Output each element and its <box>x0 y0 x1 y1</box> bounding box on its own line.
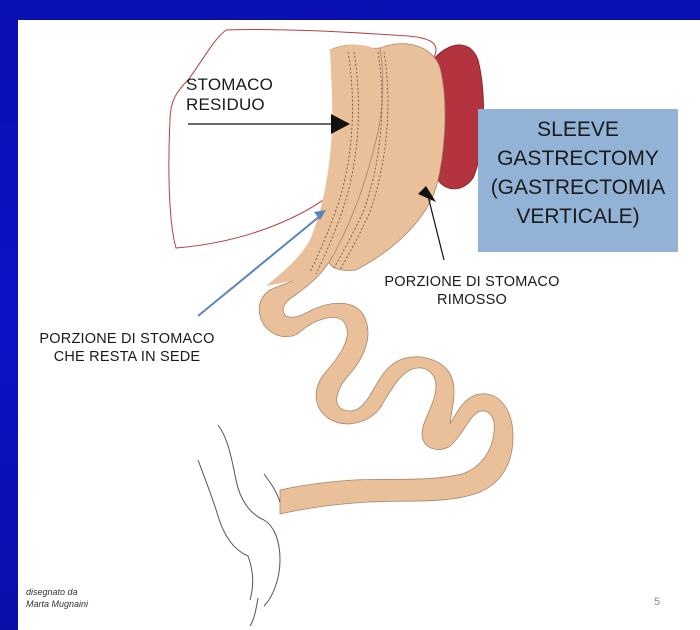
label-resta-line1: PORZIONE DI STOMACO <box>39 331 214 347</box>
colon-outline <box>198 425 280 606</box>
label-stomaco-residuo: STOMACO RESIDUO <box>186 75 306 115</box>
sleeve-line1: SLEEVE <box>478 115 678 144</box>
appendix <box>250 598 258 626</box>
label-rimosso-line1: PORZIONE DI STOMACO <box>384 274 559 290</box>
arrow-rimosso-line <box>428 196 444 260</box>
page-number: 5 <box>654 596 660 608</box>
sleeve-gastrectomy-box: SLEEVE GASTRECTOMY (GASTRECTOMIA VERTICA… <box>478 109 678 252</box>
label-resta-line2: CHE RESTA IN SEDE <box>54 349 201 365</box>
credit-line1: disegnato da <box>26 587 78 597</box>
author-credit: disegnato da Marta Mugnaini <box>26 586 88 610</box>
label-porzione-resta: PORZIONE DI STOMACO CHE RESTA IN SEDE <box>22 330 232 366</box>
colon-connector <box>264 474 280 502</box>
label-stomaco-line1: STOMACO <box>186 75 273 94</box>
sleeve-line3: (GASTRECTOMIA <box>478 173 678 202</box>
sleeve-line2: GASTRECTOMY <box>478 144 678 173</box>
label-rimosso-line2: RIMOSSO <box>437 292 507 308</box>
slide: STOMACO RESIDUO SLEEVE GASTRECTOMY (GAST… <box>18 20 700 630</box>
label-porzione-rimosso: PORZIONE DI STOMACO RIMOSSO <box>372 273 572 309</box>
sleeve-line4: VERTICALE) <box>478 202 678 231</box>
credit-line2: Marta Mugnaini <box>26 599 88 609</box>
label-stomaco-line2: RESIDUO <box>186 95 265 114</box>
